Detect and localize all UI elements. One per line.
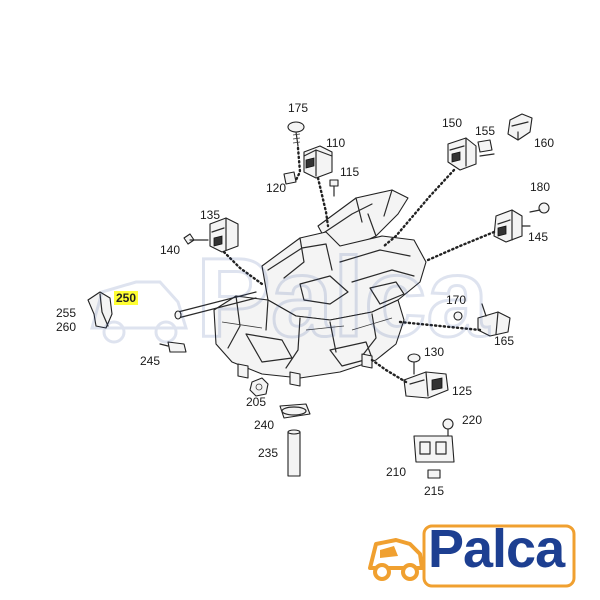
part-label-255: 255	[56, 306, 77, 320]
part-label-240: 240	[254, 418, 275, 432]
part-255-lever	[87, 291, 113, 329]
part-label-210: 210	[386, 465, 407, 479]
part-label-115: 115	[340, 165, 360, 179]
part-label-155: 155	[475, 124, 496, 138]
part-115-screw	[329, 179, 339, 197]
part-165-motor	[477, 303, 511, 337]
part-label-205: 205	[246, 395, 267, 409]
part-210-gasket	[413, 435, 455, 463]
hvac-housing	[174, 189, 427, 387]
part-label-260: 260	[56, 320, 77, 334]
part-label-250: 250	[114, 291, 139, 305]
part-label-235: 235	[258, 446, 279, 460]
part-145-servo	[493, 209, 531, 243]
part-label-165: 165	[494, 334, 515, 348]
part-160-bracket	[507, 113, 533, 141]
part-label-150: 150	[442, 116, 463, 130]
part-label-220: 220	[462, 413, 483, 427]
part-label-125: 125	[452, 384, 473, 398]
part-150-servo	[447, 137, 477, 171]
part-label-245: 245	[140, 354, 161, 368]
part-label-160: 160	[534, 136, 555, 150]
part-110-actuator	[303, 145, 333, 179]
part-135-sensor	[209, 217, 239, 253]
part-170-clip	[453, 311, 463, 321]
part-label-110: 110	[326, 136, 346, 150]
part-120-clip	[283, 171, 297, 185]
part-130-screw	[407, 353, 421, 375]
part-label-120: 120	[266, 181, 287, 195]
part-140-bolt	[183, 233, 209, 245]
part-label-145: 145	[528, 230, 549, 244]
part-205-nut	[249, 377, 269, 397]
part-125-module	[403, 371, 449, 399]
part-155-connector	[477, 139, 495, 157]
truck-icon	[368, 538, 424, 581]
part-label-170: 170	[446, 293, 467, 307]
leader-lines	[222, 146, 496, 384]
part-label-135: 135	[200, 208, 221, 222]
part-180-screw	[529, 202, 550, 214]
palca-logo	[368, 524, 576, 588]
part-215-clip	[427, 469, 441, 479]
part-245-connector	[159, 341, 187, 353]
part-235-hose	[287, 429, 301, 477]
part-label-130: 130	[424, 345, 445, 359]
logo-text: Palca	[428, 519, 565, 579]
part-240-clamp	[279, 403, 311, 419]
part-label-215: 215	[424, 484, 445, 498]
part-label-140: 140	[160, 243, 181, 257]
part-label-175: 175	[288, 101, 309, 115]
part-175-screw	[287, 121, 305, 147]
part-label-180: 180	[530, 180, 551, 194]
